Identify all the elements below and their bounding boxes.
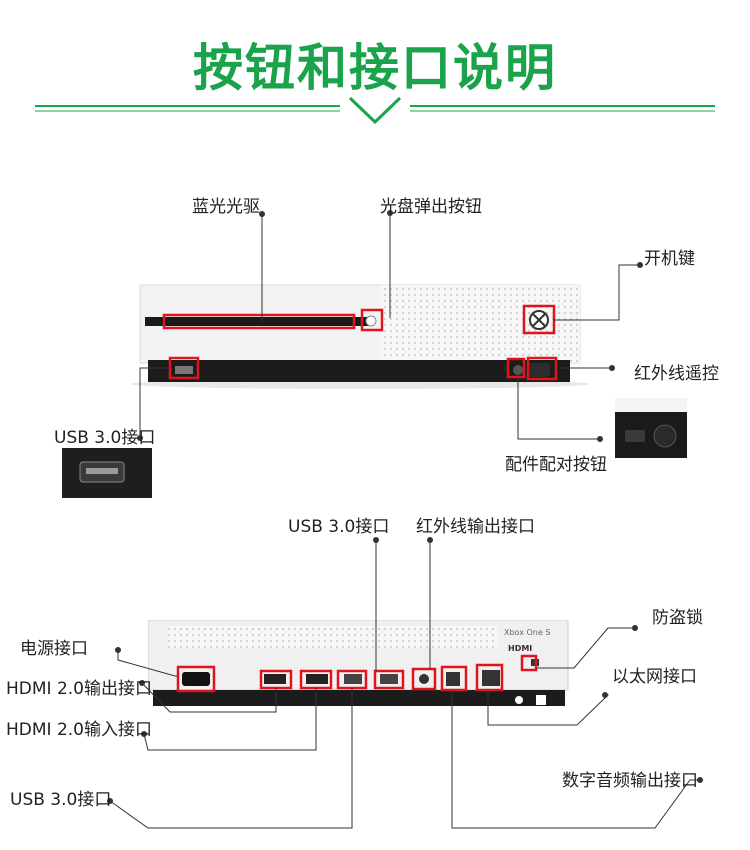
- chevron-down-icon: [348, 96, 402, 125]
- label-ethernet: 以太网接口: [612, 667, 697, 687]
- label-front-usb: USB 3.0接口: [54, 428, 156, 448]
- console-back-photo: [148, 620, 569, 706]
- label-ir-out: 红外线输出接口: [416, 517, 535, 537]
- model-text: Xbox One S: [504, 628, 551, 637]
- label-back-usb-top: USB 3.0接口: [288, 517, 390, 537]
- header-divider: [35, 96, 715, 125]
- usb-port-closeup: [62, 448, 152, 498]
- hdmi-logo: HDMI: [508, 644, 533, 653]
- page-title: 按钮和接口说明: [193, 39, 557, 97]
- pair-button-closeup: [615, 398, 687, 458]
- label-pair-button: 配件配对按钮: [505, 455, 607, 475]
- label-power-button: 开机键: [644, 249, 695, 269]
- label-back-usb-bottom: USB 3.0接口: [10, 790, 112, 810]
- xbox-logo-icon: [529, 310, 549, 330]
- label-ir-remote: 红外线遥控: [634, 364, 719, 384]
- label-hdmi-out: HDMI 2.0输出接口: [6, 679, 152, 699]
- label-kensington-lock: 防盗锁: [652, 608, 703, 628]
- label-hdmi-in: HDMI 2.0输入接口: [6, 720, 152, 740]
- label-eject-button: 光盘弹出按钮: [380, 197, 482, 217]
- label-power-port: 电源接口: [20, 639, 88, 659]
- label-bluray-drive: 蓝光光驱: [192, 197, 260, 217]
- console-front-photo: [130, 284, 590, 389]
- label-digital-audio: 数字音频输出接口: [562, 771, 698, 791]
